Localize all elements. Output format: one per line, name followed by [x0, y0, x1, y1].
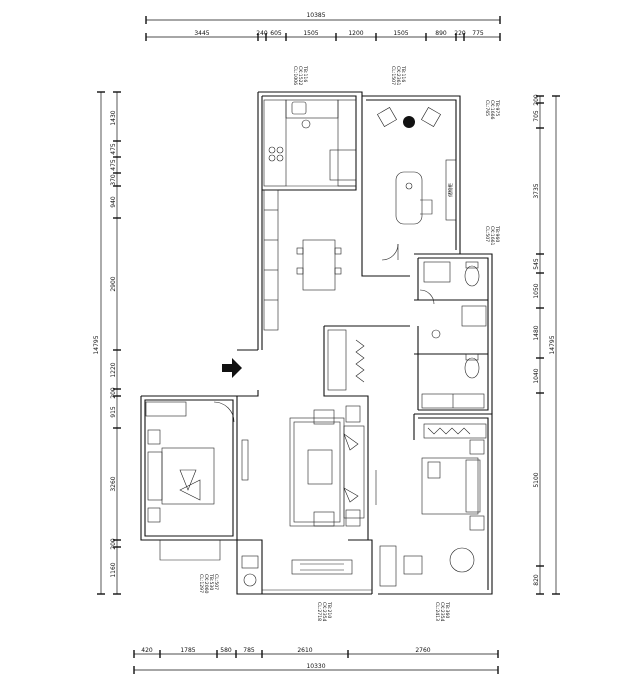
bottom-total-label: 10330 [306, 663, 325, 670]
svg-text:TB:210: TB:210 [326, 601, 332, 618]
svg-text:TB:975: TB:975 [494, 99, 500, 116]
toilet-icon [464, 265, 480, 287]
top-seg-0: 3445 [194, 30, 209, 37]
cabinet-label: 储物柜 [447, 183, 454, 197]
bottom-seg-0: 420 [141, 647, 153, 654]
window-note-bedroom-left: CL:1297 CK:2060 TB:530 CL:507 [198, 573, 219, 594]
left-dimension-chain: 14795 1430 475 475 370 940 2900 1220 200… [93, 91, 121, 595]
svg-text:CK:2354: CK:2354 [439, 602, 445, 622]
svg-text:CK:2361: CK:2361 [395, 66, 401, 86]
svg-text:CL:765: CL:765 [484, 100, 490, 116]
svg-text:CK:2354: CK:2354 [321, 602, 327, 622]
top-dimension-chain: 10385 3445 240 605 1505 1200 1505 890 22… [145, 12, 501, 41]
svg-text:TB:116: TB:116 [302, 65, 308, 82]
top-seg-8: 775 [472, 30, 484, 37]
left-seg-4: 940 [110, 196, 117, 208]
svg-text:CL:1507: CL:1507 [390, 66, 396, 85]
svg-text:TB:530: TB:530 [208, 573, 214, 590]
top-seg-7: 220 [454, 30, 466, 37]
svg-text:TB:116: TB:116 [400, 65, 406, 82]
svg-text:CK:1522: CK:1522 [297, 66, 303, 86]
right-total-label: 14795 [549, 335, 556, 354]
left-seg-11: 1160 [110, 562, 117, 577]
bottom-seg-3: 785 [243, 647, 255, 654]
right-seg-5: 1480 [533, 325, 540, 340]
left-seg-3: 370 [110, 174, 117, 186]
right-seg-4: 1050 [533, 283, 540, 298]
left-seg-6: 1220 [110, 362, 117, 377]
window-note-living-bottom: CL:2718 CK:2354 TB:210 [316, 601, 332, 622]
window-note-bedroom-bottom: CL:2413 CK:2354 TB:360 [434, 601, 450, 622]
top-seg-2: 605 [270, 30, 282, 37]
right-seg-0: 200 [533, 94, 540, 106]
svg-text:CK:1661: CK:1661 [489, 226, 495, 246]
right-seg-8: 820 [533, 574, 540, 586]
bottom-seg-2: 580 [220, 647, 232, 654]
bottom-dimension-chain: 420 1785 580 785 2610 2760 10330 [133, 647, 499, 674]
svg-text:CK:2060: CK:2060 [203, 574, 209, 594]
svg-text:TB:960: TB:960 [494, 225, 500, 242]
right-dimension-chain: 200 705 3735 545 1050 1480 1040 5100 820… [533, 94, 560, 595]
sink-icon [291, 101, 307, 115]
top-seg-5: 1505 [393, 30, 408, 37]
left-seg-1: 475 [110, 143, 117, 155]
top-seg-1: 240 [256, 30, 268, 37]
left-seg-2: 475 [110, 159, 117, 171]
bathroom-fixtures [419, 261, 487, 409]
left-seg-5: 2900 [110, 276, 117, 291]
walls [140, 91, 493, 595]
dining-table [296, 239, 342, 291]
left-bedroom-furniture [145, 401, 235, 523]
master-bedroom-furniture [379, 423, 487, 587]
kitchen-fixtures [263, 99, 357, 331]
bottom-seg-5: 2760 [415, 647, 430, 654]
window-note-study-right: CL:765 CK:1666 TB:975 [484, 99, 500, 120]
right-seg-3: 545 [533, 258, 540, 270]
top-seg-4: 1200 [348, 30, 363, 37]
top-total-label: 10385 [306, 12, 325, 19]
left-seg-9: 3260 [110, 476, 117, 491]
svg-text:CL:2718: CL:2718 [316, 602, 322, 621]
bottom-seg-4: 2610 [297, 647, 312, 654]
stove-burner-icon [268, 146, 276, 154]
svg-text:CL:2413: CL:2413 [434, 602, 440, 621]
svg-text:CL:1006: CL:1006 [292, 66, 298, 85]
left-seg-8: 915 [110, 406, 117, 418]
left-seg-0: 1430 [110, 110, 117, 125]
bottom-seg-1: 1785 [180, 647, 195, 654]
left-seg-10: 200 [110, 538, 117, 550]
right-seg-6: 1040 [533, 368, 540, 383]
left-seg-7: 200 [110, 387, 117, 399]
right-seg-7: 5100 [533, 472, 540, 487]
bottom-fixtures [241, 555, 353, 587]
entry-arrow-icon [222, 358, 242, 378]
window-note-kitchen: CL:1006 CK:1522 TB:116 [292, 65, 308, 86]
svg-text:CL:507: CL:507 [484, 226, 490, 242]
svg-text:CK:1666: CK:1666 [489, 100, 495, 120]
right-seg-1: 705 [533, 110, 540, 122]
top-seg-6: 890 [435, 30, 447, 37]
svg-text:CL:1297: CL:1297 [198, 574, 204, 593]
window-note-study-right-2: CL:507 CK:1661 TB:960 [484, 225, 500, 246]
window-note-study-top: CL:1507 CK:2361 TB:116 [390, 65, 406, 86]
study-furniture: 储物柜 [377, 107, 457, 261]
top-seg-3: 1505 [303, 30, 318, 37]
right-seg-2: 3735 [533, 183, 540, 198]
living-room-furniture [241, 329, 377, 527]
svg-text:CL:507: CL:507 [213, 574, 219, 590]
svg-text:TB:360: TB:360 [444, 601, 450, 618]
left-total-label: 14795 [93, 335, 100, 354]
